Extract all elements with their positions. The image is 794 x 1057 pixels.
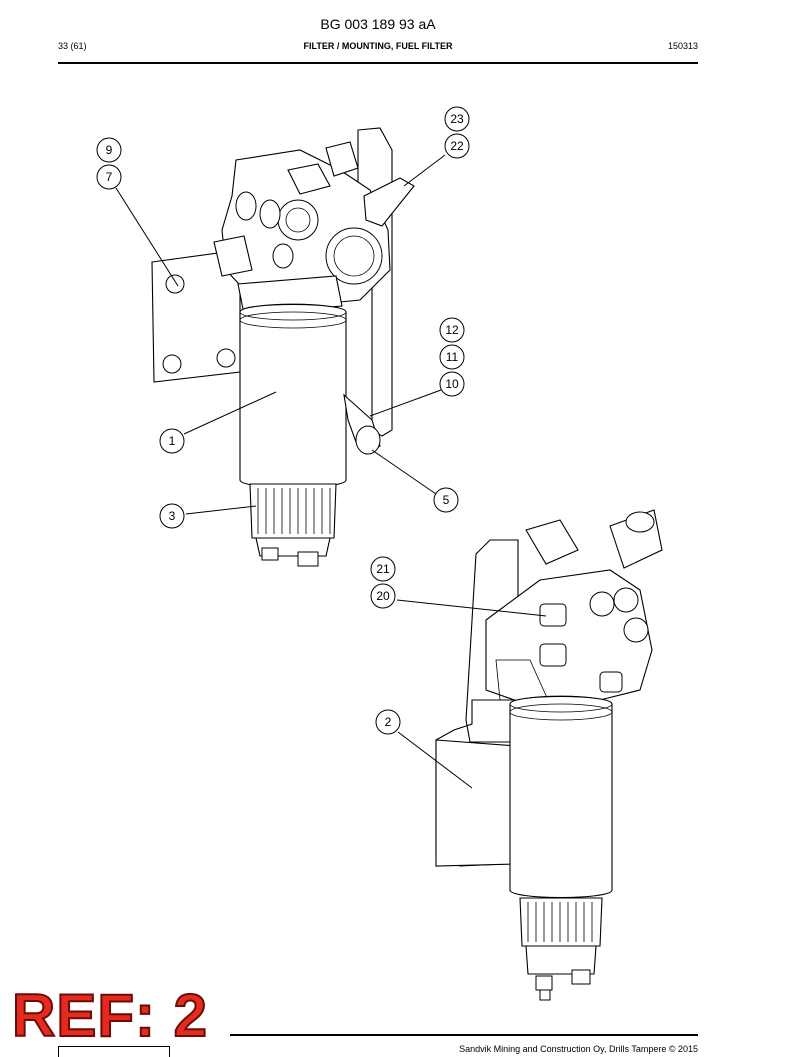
callout-1: 1 bbox=[159, 428, 185, 454]
footer-rule bbox=[230, 1034, 698, 1036]
callout-7: 7 bbox=[96, 164, 122, 190]
svg-text:21: 21 bbox=[376, 562, 390, 576]
lower-filter-assembly bbox=[435, 509, 663, 1001]
svg-text:10: 10 bbox=[445, 377, 459, 391]
leader-lines bbox=[115, 154, 547, 789]
svg-text:22: 22 bbox=[450, 139, 464, 153]
filter-canister-lower bbox=[509, 695, 613, 899]
company-logo bbox=[58, 1046, 170, 1057]
callout-10: 10 bbox=[439, 371, 465, 397]
callout-2: 2 bbox=[375, 709, 401, 735]
filter-canister-upper bbox=[239, 303, 347, 489]
callout-22: 22 bbox=[444, 133, 470, 159]
svg-text:5: 5 bbox=[443, 493, 450, 507]
upper-filter-assembly bbox=[151, 127, 415, 567]
svg-text:1: 1 bbox=[169, 434, 176, 448]
copyright-notice: Sandvik Mining and Construction Oy, Dril… bbox=[459, 1044, 698, 1054]
callout-20: 20 bbox=[370, 583, 396, 609]
svg-text:11: 11 bbox=[446, 350, 459, 364]
svg-text:12: 12 bbox=[445, 323, 459, 337]
callout-23: 23 bbox=[444, 106, 470, 132]
svg-text:23: 23 bbox=[450, 112, 464, 126]
svg-text:9: 9 bbox=[106, 143, 113, 157]
callout-3: 3 bbox=[159, 503, 185, 529]
callout-11: 11 bbox=[439, 344, 465, 370]
callout-9: 9 bbox=[96, 137, 122, 163]
svg-text:7: 7 bbox=[106, 170, 113, 184]
callout-12: 12 bbox=[439, 317, 465, 343]
svg-text:20: 20 bbox=[376, 589, 390, 603]
callout-5: 5 bbox=[433, 487, 459, 513]
page-number: 33 (61) bbox=[58, 41, 87, 51]
svg-text:3: 3 bbox=[169, 509, 176, 523]
svg-text:2: 2 bbox=[385, 715, 392, 729]
document-date-code: 150313 bbox=[667, 41, 698, 51]
section-title: FILTER / MOUNTING, FUEL FILTER bbox=[303, 41, 453, 51]
document-code: BG 003 189 93 aA bbox=[320, 16, 436, 32]
header-rule bbox=[58, 62, 698, 64]
ref-stamp: REF: 2 bbox=[11, 982, 209, 1049]
callout-21: 21 bbox=[370, 556, 396, 582]
